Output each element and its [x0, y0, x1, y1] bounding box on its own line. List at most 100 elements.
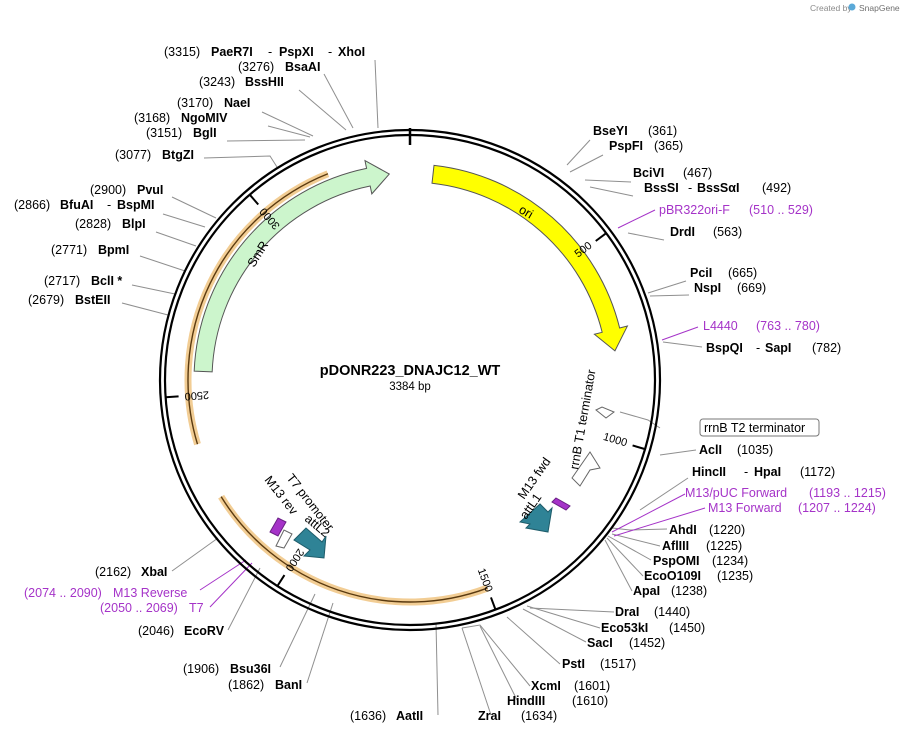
rrnB-T2-arrow-icon	[571, 451, 601, 487]
enzyme-bcli-pos: (2717)	[44, 274, 80, 288]
feature-label-rrnb-t1: rrnB T1 terminator	[567, 368, 598, 470]
primer-m13-puc-forward: M13/pUC Forward	[685, 486, 787, 500]
backbone-inner-strand	[163, 133, 657, 627]
rrnB-T1-arrow-icon	[595, 406, 615, 419]
feature-arrow-ori	[431, 164, 629, 352]
enzyme-xbai: XbaI	[141, 565, 167, 579]
enzyme-bspmi: BspMI	[117, 198, 155, 212]
orange-arc-lower-region	[220, 496, 488, 603]
enzyme-hincii: HincII	[692, 465, 726, 479]
enzyme-paer7i: PaeR7I	[211, 45, 253, 59]
primer-m13-forward-range: (1207 .. 1224)	[798, 501, 876, 515]
enzyme-blpi: BlpI	[122, 217, 146, 231]
primer-m13-forward: M13 Forward	[708, 501, 782, 515]
enzyme-bspqi-pos: (782)	[812, 341, 841, 355]
enzyme-bgli-pos: (3151)	[146, 126, 182, 140]
primer-m13-puc-forward-range: (1193 .. 1215)	[809, 486, 886, 500]
snapgene-logo-icon	[848, 3, 856, 11]
enzyme-ngomiv-pos: (3168)	[134, 111, 170, 125]
enzyme-bcivi: BciVI	[633, 166, 664, 180]
primer-pbr322ori-f: pBR322ori-F	[659, 203, 730, 217]
tick-label-2000: 2000	[283, 546, 306, 573]
enzyme-drai-pos: (1440)	[654, 605, 690, 619]
plasmid-size: 3384 bp	[389, 381, 431, 393]
enzyme-naei: NaeI	[224, 96, 250, 110]
enzyme-apai-pos: (1238)	[671, 584, 707, 598]
enzyme-drai: DraI	[615, 605, 639, 619]
enzyme-separator: -	[744, 465, 748, 479]
primer-m13-reverse-range: (2074 .. 2090)	[24, 586, 102, 600]
enzyme-saci: SacI	[587, 636, 613, 650]
callout-label: rrnB T2 terminator	[704, 421, 805, 435]
enzyme-bcivi-pos: (467)	[683, 166, 712, 180]
enzyme-bsshii-pos: (3243)	[199, 75, 235, 89]
enzyme-drdi-pos: (563)	[713, 225, 742, 239]
enzyme-bsaai-pos: (3276)	[238, 60, 274, 74]
enzyme-bpmi: BpmI	[98, 243, 129, 257]
enzyme-zrai-pos: (1634)	[521, 709, 557, 723]
enzyme-bcli: BclI *	[91, 274, 122, 288]
orange-arc-smr-region	[187, 173, 329, 445]
enzyme-sapi: SapI	[765, 341, 791, 355]
enzyme-separator: -	[756, 341, 760, 355]
enzyme-bgli: BglI	[193, 126, 217, 140]
tick-mark-500	[595, 232, 607, 242]
enzyme-afliii: AflIII	[662, 539, 689, 553]
enzyme-hincii-pos: (1172)	[800, 465, 835, 479]
enzyme-labels-left: (3315) PaeR7I - PspXI - XhoI (3276) BsaA…	[14, 45, 423, 723]
enzyme-nspi-pos: (669)	[737, 281, 766, 295]
enzyme-pspomi: PspOMI	[653, 554, 700, 568]
enzyme-acli-pos: (1035)	[737, 443, 773, 457]
plasmid-name: pDONR223_DNAJC12_WT	[320, 363, 501, 379]
enzyme-aatii: AatII	[396, 709, 423, 723]
enzyme-aatii-pos: (1636)	[350, 709, 386, 723]
enzyme-labels-right: BseYI (361) PspFI (365) BciVI (467) BssS…	[478, 124, 886, 723]
enzyme-psti: PstI	[562, 657, 585, 671]
callout-box	[699, 418, 820, 437]
enzyme-afliii-pos: (1225)	[706, 539, 742, 553]
enzyme-acli: AclI	[699, 443, 722, 457]
enzyme-bsshii: BssHII	[245, 75, 284, 89]
enzyme-xcmi: XcmI	[531, 679, 561, 693]
enzyme-paer7i-pos: (3315)	[164, 45, 200, 59]
enzyme-bsssi-pos: (492)	[762, 181, 791, 195]
enzyme-bani-pos: (1862)	[228, 678, 264, 692]
enzyme-pspfi: PspFI	[609, 139, 643, 153]
enzyme-separator: -	[268, 45, 272, 59]
credit-created-by: Created by	[810, 3, 852, 13]
enzyme-bspqi: BspQI	[706, 341, 743, 355]
tick-mark-3000	[248, 194, 260, 206]
enzyme-psti-pos: (1517)	[600, 657, 636, 671]
enzyme-bsu36i: Bsu36I	[230, 662, 271, 676]
enzyme-apai: ApaI	[633, 584, 660, 598]
tick-label-1000: 1000	[602, 431, 629, 449]
tick-mark-2000	[276, 574, 286, 587]
primer-l4440: L4440	[703, 319, 738, 333]
primer-pbr322ori-f-range: (510 .. 529)	[749, 203, 813, 217]
primer-m13-reverse: M13 Reverse	[113, 586, 187, 600]
enzyme-nspi: NspI	[694, 281, 721, 295]
enzyme-btgzi-pos: (3077)	[115, 148, 151, 162]
primer-t7: T7	[189, 601, 204, 615]
enzyme-pspfi-pos: (365)	[654, 139, 683, 153]
enzyme-ecoo109i: EcoO109I	[644, 569, 701, 583]
enzyme-hindiii-pos: (1610)	[572, 694, 608, 708]
enzyme-bpmi-pos: (2771)	[51, 243, 87, 257]
enzyme-blpi-pos: (2828)	[75, 217, 111, 231]
enzyme-ecorv: EcoRV	[184, 624, 225, 638]
enzyme-separator: -	[688, 181, 692, 195]
enzyme-xbai-pos: (2162)	[95, 565, 131, 579]
enzyme-bsssai: BssSαI	[697, 181, 739, 195]
enzyme-bani: BanI	[275, 678, 302, 692]
enzyme-pcii: PciI	[690, 266, 712, 280]
attL2-arrow-icon	[293, 527, 327, 559]
tick-mark-2500	[165, 395, 179, 399]
tick-label-2500: 2500	[184, 388, 209, 402]
enzyme-bseyi: BseYI	[593, 124, 628, 138]
enzyme-bseyi-pos: (361)	[648, 124, 677, 138]
primer-t7-range: (2050 .. 2069)	[100, 601, 178, 615]
credit-brand: SnapGene	[859, 3, 900, 13]
enzyme-bfuai-pos: (2866)	[14, 198, 50, 212]
enzyme-pvui: PvuI	[137, 183, 163, 197]
